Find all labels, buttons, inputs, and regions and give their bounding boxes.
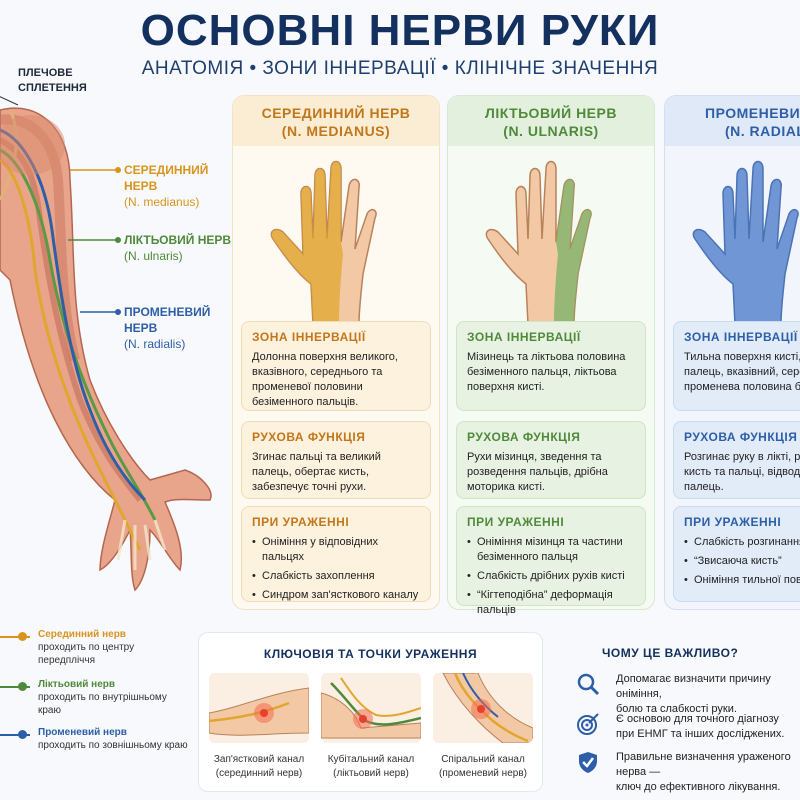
ulnar-motor-text: Рухи мізинця, зведення та розведення пал… [467,451,608,493]
point-carpal-tunnel: Зап'ястковий канал (серединний нерв) [209,673,309,781]
ulnar-nerve-header: ЛІКТЬОВИЙ НЕРВ (N. ULNARIS) [448,96,654,146]
ulnar-hand-image [485,160,592,324]
cubital-tunnel-caption: Кубітальний канал (ліктьовий нерв) [327,754,415,779]
radial-nerve-column: ПРОМЕНЕВИЙ НЕРВ (N. RADIALIS) ЗОНА ІННЕР… [664,95,800,610]
median-lesion-title: ПРИ УРАЖЕННІ [252,515,350,529]
shield-check-icon [579,752,597,773]
legend-line [0,734,30,736]
median-nerve-title: СЕРЕДИННИЙ НЕРВ [261,105,411,121]
legend-text: Серединний нерв проходить по центру пере… [38,628,190,667]
arm-anatomy-image [0,96,212,592]
median-zone-card: ЗОНА ІННЕРВАЦІЇ Долонна поверхня великог… [241,321,431,411]
radial-nerve-title: ПРОМЕНЕВИЙ НЕРВ [705,105,800,121]
key-points-panel: КЛЮЧОВІЯ ТА ТОЧКИ УРАЖЕННЯ Зап'ястковий … [198,632,543,792]
radial-lesion-card: ПРИ УРАЖЕННІ Слабкість розгинання “Звиса… [673,506,800,602]
legend-desc-ulnar: проходить по внутрішньому краю [38,692,167,716]
why-important-title: ЧОМУ ЦЕ ВАЖЛИВО? [602,646,739,660]
median-nerve-header: СЕРЕДИННИЙ НЕРВ (N. MEDIANUS) [233,96,439,146]
median-zone-title: ЗОНА ІННЕРВАЦІЇ [252,330,366,344]
nerve-legend: Серединний нерв проходить по центру пере… [0,620,190,795]
legend-name-radial: Променевий нерв [38,727,127,738]
carpal-tunnel-image [209,673,309,743]
spiral-groove-caption: Спіральний канал (променевий нерв) [439,754,527,779]
median-lesion-card: ПРИ УРАЖЕННІ Оніміння у відповідних паль… [241,506,431,603]
ulnar-zone-title: ЗОНА ІННЕРВАЦІЇ [467,330,581,344]
median-lesion-item: Синдром зап'ясткового каналу [252,588,420,603]
radial-zone-text: Тильна поверхня кисті, великий палець, в… [684,351,800,393]
ulnar-lesion-card: ПРИ УРАЖЕННІ Оніміння мізинця та частини… [456,506,646,616]
legend-line [0,636,30,638]
radial-lesion-item: Слабкість розгинання [684,535,800,550]
arm-label-median-name: СЕРЕДИННИЙ НЕРВ [124,163,209,193]
legend-name-ulnar: Ліктьовий нерв [38,679,116,690]
plexus-label: ПЛЕЧОВЕ СПЛЕТЕННЯ [18,67,87,94]
ulnar-nerve-title: ЛІКТЬОВИЙ НЕРВ [485,105,617,121]
arm-label-median: СЕРЕДИННИЙ НЕРВ (N. medianus) [124,162,240,210]
arm-illustration: СЕРЕДИННИЙ НЕРВ (N. medianus) ЛІКТЬОВИЙ … [0,80,240,620]
legend-dot [18,632,27,641]
arm-label-radial: ПРОМЕНЕВИЙ НЕРВ (N. radialis) [124,304,240,352]
median-hand-image [270,160,377,324]
search-icon [577,673,600,696]
cubital-tunnel-image [321,673,421,743]
radial-zone-title: ЗОНА ІННЕРВАЦІЇ [684,330,798,344]
point-cubital-tunnel: Кубітальний канал (ліктьовий нерв) [321,673,421,781]
ulnar-lesion-item: Оніміння мізинця та частини безіменного … [467,535,635,565]
radial-nerve-header: ПРОМЕНЕВИЙ НЕРВ (N. RADIALIS) [665,96,800,146]
why-item-text: Допомагає визначити причину оніміння, бо… [616,673,771,715]
point-spiral-groove: Спіральний канал (променевий нерв) [433,673,533,781]
ulnar-nerve-column: ЛІКТЬОВИЙ НЕРВ (N. ULNARIS) ЗОНА ІННЕРВА… [447,95,655,616]
ulnar-zone-card: ЗОНА ІННЕРВАЦІЇ Мізинець та ліктьова пол… [456,321,646,411]
legend-line [0,686,30,688]
ulnar-motor-title: РУХОВА ФУНКЦІЯ [467,430,581,444]
arm-label-ulnar: ЛІКТЬОВИЙ НЕРВ (N. ulnaris) [124,232,231,264]
ulnar-zone-text: Мізинець та ліктьова половина безіменног… [467,351,626,393]
median-nerve-column: СЕРЕДИННИЙ НЕРВ (N. MEDIANUS) ЗОНА ІННЕР… [232,95,440,610]
legend-name-median: Серединний нерв [38,629,126,640]
arm-label-ulnar-name: ЛІКТЬОВИЙ НЕРВ [124,233,232,247]
radial-nerve-latin: (N. RADIALIS) [725,123,800,139]
arm-label-median-latin: (N. medianus) [124,195,200,209]
ulnar-lesion-item: Слабкість дрібних рухів кисті [467,569,635,584]
legend-dot [18,730,27,739]
arm-label-ulnar-latin: (N. ulnaris) [124,249,183,263]
arm-label-radial-latin: (N. radialis) [124,337,186,351]
radial-motor-title: РУХОВА ФУНКЦІЯ [684,430,798,444]
median-lesion-item: Слабкість захоплення [252,569,420,584]
median-lesion-item: Оніміння у відповідних пальцях [252,535,420,565]
why-important-panel: ЧОМУ ЦЕ ВАЖЛИВО? Допомагає визначити при… [560,632,800,793]
median-zone-text: Долонна поверхня великого, вказівного, с… [252,351,398,408]
radial-zone-card: ЗОНА ІННЕРВАЦІЇ Тильна поверхня кисті, в… [673,321,800,411]
radial-motor-card: РУХОВА ФУНКЦІЯ Розгинає руку в лікті, ро… [673,421,800,499]
legend-desc-radial: проходить по зовнішньому краю [38,740,188,751]
target-icon [577,713,599,735]
radial-hand-image [692,160,799,324]
legend-text: Променевий нерв проходить по зовнішньому… [38,726,188,752]
radial-lesion-item: Оніміння тильної поверхні [684,573,800,588]
legend-desc-median: проходить по центру передпліччя [38,642,135,666]
page-title: ОСНОВНІ НЕРВИ РУКИ [140,6,660,55]
why-item-text: Правильне визначення ураженого нерва — к… [616,751,791,793]
radial-lesion-item: “Звисаюча кисть” [684,554,800,569]
legend-text: Ліктьовий нерв проходить по внутрішньому… [38,678,190,717]
median-motor-title: РУХОВА ФУНКЦІЯ [252,430,366,444]
median-motor-card: РУХОВА ФУНКЦІЯ Згинає пальці та великий … [241,421,431,499]
radial-motor-text: Розгинає руку в лікті, розгинає кисть та… [684,451,800,493]
arm-label-radial-name: ПРОМЕНЕВИЙ НЕРВ [124,305,211,335]
radial-lesion-title: ПРИ УРАЖЕННІ [684,515,782,529]
ulnar-nerve-latin: (N. ULNARIS) [503,123,599,139]
ulnar-lesion-item: “Кігтеподібна” деформація пальців [467,588,635,618]
carpal-tunnel-caption: Зап'ястковий канал (серединний нерв) [213,754,305,779]
page-subtitle: АНАТОМІЯ • ЗОНИ ІННЕРВАЦІЇ • КЛІНІЧНЕ ЗН… [141,58,659,79]
median-motor-text: Згинає пальці та великий палець, обертає… [252,451,381,493]
legend-dot [18,682,27,691]
ulnar-lesion-title: ПРИ УРАЖЕННІ [467,515,565,529]
spiral-groove-image [433,673,533,743]
median-nerve-latin: (N. MEDIANUS) [281,123,391,139]
ulnar-motor-card: РУХОВА ФУНКЦІЯ Рухи мізинця, зведення та… [456,421,646,499]
why-item-text: Є основою для точного діагнозу при ЕНМГ … [616,713,785,740]
key-points-title: КЛЮЧОВІЯ ТА ТОЧКИ УРАЖЕННЯ [263,647,478,661]
